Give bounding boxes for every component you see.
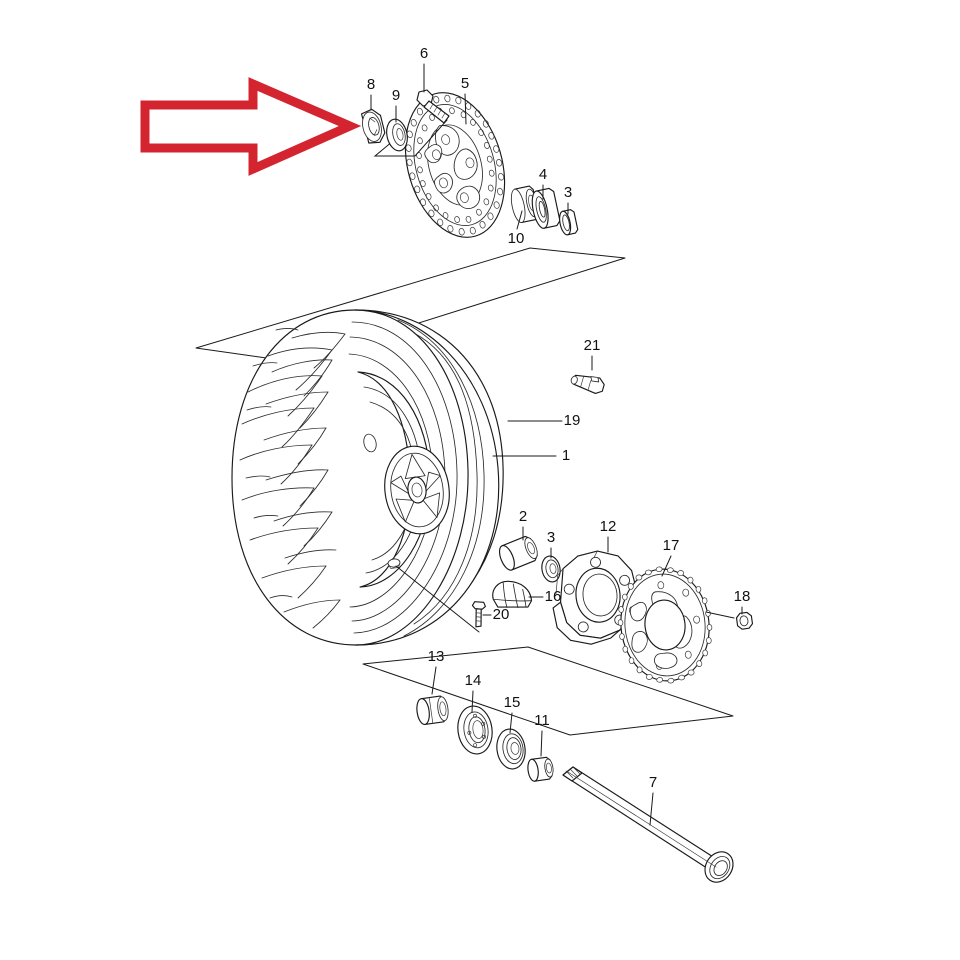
callout-number-20: 20	[493, 606, 510, 623]
callout-number-3: 3	[564, 184, 572, 201]
callout-number-5: 5	[461, 75, 469, 92]
callout-11: 11	[534, 712, 550, 757]
callout-2: 2	[519, 508, 527, 541]
part-12-sprocket-carrier-hub	[552, 550, 638, 645]
callout-number-4: 4	[539, 166, 547, 183]
leader-line-10	[516, 210, 523, 230]
callout-number-15: 15	[504, 694, 521, 711]
callout-7: 7	[649, 774, 657, 826]
part-9-washer	[386, 118, 408, 152]
callout-number-2: 2	[519, 508, 527, 525]
part-3-oil-seal-lower	[541, 555, 561, 583]
callout-15: 15	[504, 694, 521, 734]
part-16-cushion-damper	[492, 580, 533, 609]
callout-number-19: 19	[564, 412, 581, 429]
leader-line-11	[540, 730, 543, 757]
leader-line-7	[649, 792, 654, 826]
callout-number-17: 17	[663, 537, 680, 554]
leader-line-5	[464, 93, 467, 125]
callout-14: 14	[465, 672, 482, 713]
part-14-wheel-bearing	[457, 705, 493, 755]
part-4-bearing	[531, 187, 561, 229]
part-7-rear-axle-shaft	[562, 766, 734, 883]
callout-17: 17	[661, 537, 680, 577]
callout-number-8: 8	[367, 76, 375, 93]
callout-18: 18	[734, 588, 751, 615]
leader-line-15	[509, 712, 513, 734]
callout-1: 1	[492, 447, 570, 464]
callout-3: 3	[564, 184, 572, 215]
callout-number-13: 13	[428, 648, 445, 665]
section-plane-lower	[362, 646, 734, 736]
callout-number-18: 18	[734, 588, 751, 605]
callout-3: 3	[547, 529, 555, 559]
callout-13: 13	[428, 648, 445, 695]
callout-number-7: 7	[649, 774, 657, 791]
part-3-oil-seal-top	[559, 209, 579, 236]
tire-tread-pattern	[239, 328, 346, 629]
part-17-rear-sprocket	[617, 566, 713, 684]
leader-line-13	[431, 666, 437, 695]
callout-9: 9	[392, 87, 400, 123]
callout-number-3: 3	[547, 529, 555, 546]
callout-number-16: 16	[545, 588, 562, 605]
callout-6: 6	[420, 45, 428, 93]
callout-number-9: 9	[392, 87, 400, 104]
callout-16: 16	[528, 588, 562, 605]
part-15-seal-ring	[496, 728, 526, 770]
callout-10: 10	[508, 210, 525, 247]
callout-number-12: 12	[600, 518, 617, 535]
part-5-brake-disc	[404, 92, 506, 238]
callout-20: 20	[482, 606, 510, 623]
callout-number-1: 1	[562, 447, 570, 464]
part-13-collar	[416, 695, 449, 726]
part-20-valve-stem-bolt	[395, 565, 486, 633]
part-2-spacer-collar	[498, 535, 538, 571]
part-18-sprocket-nut	[705, 611, 754, 630]
callout-number-21: 21	[584, 337, 601, 354]
section-plane-upper	[195, 247, 626, 363]
callout-number-6: 6	[420, 45, 428, 62]
part-11-spacer-sleeve	[527, 756, 554, 782]
leader-line-17	[661, 555, 672, 577]
callout-number-14: 14	[465, 672, 482, 689]
part-19-tire-and-part-1-wheel	[231, 309, 504, 646]
callout-21: 21	[584, 337, 601, 371]
leader-line-14	[471, 690, 474, 713]
callout-8: 8	[367, 76, 375, 111]
red-highlight-arrow	[140, 77, 362, 176]
part-8-axle-nut	[360, 108, 386, 144]
callout-number-10: 10	[508, 230, 525, 247]
callout-number-11: 11	[534, 712, 550, 729]
callout-19: 19	[507, 412, 581, 429]
part-21-balance-weight	[570, 374, 605, 395]
callout-12: 12	[600, 518, 617, 553]
callout-4: 4	[539, 166, 547, 200]
callout-5: 5	[461, 75, 469, 125]
